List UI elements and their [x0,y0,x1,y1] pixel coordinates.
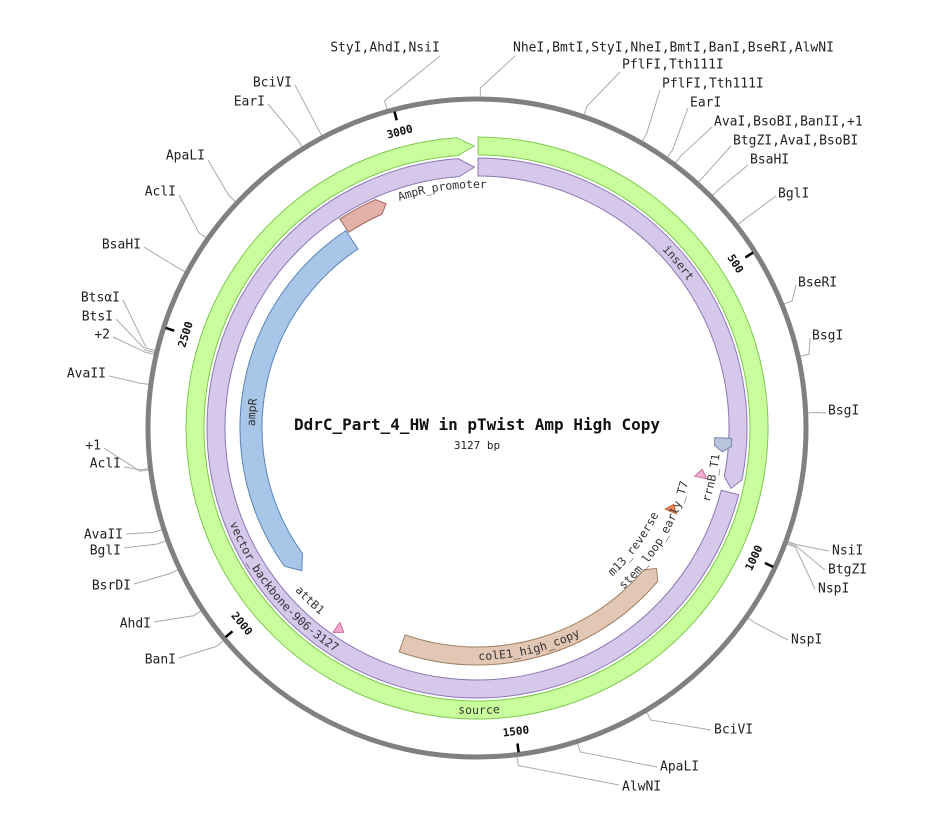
enzyme-leader-line [675,126,713,164]
enzyme-site-label[interactable]: NspI [791,633,822,648]
enzyme-leader-line [747,617,789,641]
enzyme-site-label[interactable]: BsrDI [92,579,131,594]
enzyme-site-label[interactable]: AvaII [84,528,123,543]
enzyme-leader-line [143,246,186,273]
restriction-sites: StyI,AhdI,NsiI NheI,BmtI,StyI,NheI,BmtI,B… [67,41,867,795]
enzyme-site-label[interactable]: NheI,BmtI,StyI,NheI,BmtI,BanI,BseRI,AlwN… [513,41,834,56]
tick-mark [744,251,754,259]
enzyme-site-label[interactable]: BanI [145,653,176,668]
enzyme-leader-line [646,712,712,731]
tick-mark [393,111,398,121]
source-label-text: source [458,702,501,717]
plasmid-title: DdrC_Part_4_HW in pTwist Amp High Copy [294,415,660,434]
enzyme-site-label[interactable]: NspI [818,582,849,597]
enzyme-leader-line [384,55,441,110]
enzyme-site-label[interactable]: AlwNI [622,780,661,795]
tick-mark [224,630,234,639]
enzyme-leader-line [737,195,777,225]
enzyme-site-label[interactable]: BglI [90,544,121,559]
enzyme-site-label[interactable]: BsaHI [102,238,141,253]
enzyme-leader-line [799,337,811,357]
enzyme-site-label[interactable]: BsgI [828,404,859,419]
backbone-circle [145,96,809,760]
plasmid-length: 3127 bp [454,439,500,452]
enzyme-leader-line [712,164,749,196]
enzyme-leader-line [115,318,155,353]
enzyme-site-label[interactable]: BsaHI [750,153,789,168]
enzyme-leader-line [787,542,826,571]
enzyme-leader-line [112,336,155,355]
tick-label: 500 [724,252,746,276]
stem-loop-feature[interactable] [693,468,708,480]
vector-backbone-feature[interactable] [206,158,740,699]
enzyme-leader-line [122,299,156,351]
enzyme-leader-line [787,541,830,552]
enzyme-leader-line [103,447,149,472]
ampr-promoter-feature[interactable] [339,198,387,234]
rrnb-t1-feature[interactable] [713,437,733,453]
tick-label: 2500 [175,320,195,349]
enzyme-site-label[interactable]: AclI [90,457,121,472]
enzyme-leader-line [641,89,661,142]
tick-mark [764,561,774,568]
tick-label: 1500 [502,723,530,739]
enzyme-leader-line [294,84,323,136]
tick-mark [165,326,175,332]
enzyme-site-label[interactable]: BtgZI,AvaI,BsoBI [733,134,858,149]
enzyme-site-label[interactable]: BtgZI [828,563,867,578]
enzyme-leader-line [108,375,149,385]
enzyme-site-label[interactable]: NsiI [832,544,863,559]
tick-label: 2000 [228,609,255,638]
tick-label: 1000 [743,543,766,573]
enzyme-site-label[interactable]: BciVI [253,76,292,91]
enzyme-leader-line [583,71,621,115]
tick-mark [516,743,520,753]
enzyme-site-label[interactable]: StyI,AhdI,NsiI [330,41,440,56]
enzyme-leader-line [153,610,202,623]
enzyme-site-label[interactable]: +1 [85,439,101,454]
enzyme-site-label[interactable]: +2 [94,328,110,343]
enzyme-leader-line [267,103,303,148]
attb1-feature[interactable] [332,621,345,633]
enzyme-leader-line [123,466,149,471]
enzyme-leader-line [479,55,516,98]
enzyme-site-label[interactable]: EarI [690,96,721,111]
enzyme-leader-line [698,145,732,183]
enzyme-site-label[interactable]: AvaI,BsoBI,BanII,+1 [714,115,863,130]
enzyme-leader-line [123,540,167,549]
enzyme-site-label[interactable]: BtsαI [81,291,120,306]
enzyme-site-label[interactable]: BtsI [82,310,113,325]
enzyme-site-label[interactable]: BsgI [812,329,843,344]
enzyme-site-label[interactable]: PflFI,Tth111I [622,58,724,73]
enzyme-leader-line [516,756,620,786]
enzyme-site-label[interactable]: ApaLI [166,149,205,164]
enzyme-site-label[interactable]: EarI [234,95,265,110]
enzyme-leader-line [178,640,224,659]
features [185,136,769,720]
enzyme-site-label[interactable]: AhdI [120,617,151,632]
enzyme-leader-line [133,569,179,585]
enzyme-leader-line [666,107,689,158]
enzyme-site-label[interactable]: BglI [778,187,809,202]
enzyme-site-label[interactable]: BseRI [798,276,837,291]
enzyme-leader-line [786,543,816,590]
enzyme-leader-line [178,194,207,239]
source-feature[interactable] [185,136,769,720]
enzyme-site-label[interactable]: PflFI,Tth111I [662,77,764,92]
tick-label: 3000 [385,122,414,141]
ampr-feature[interactable] [239,229,359,572]
enzyme-site-label[interactable]: BciVI [714,723,753,738]
enzyme-site-label[interactable]: AclI [145,185,176,200]
enzyme-site-label[interactable]: AvaII [67,367,106,382]
enzyme-leader-line [577,743,658,768]
enzyme-leader-line [207,159,236,203]
insert-feature[interactable] [477,157,748,490]
enzyme-leader-line [783,284,797,305]
cole1-feature[interactable] [398,567,659,666]
enzyme-leader-line [125,529,163,535]
source-label: source [458,702,501,717]
m13-reverse-feature[interactable] [664,503,678,515]
enzyme-site-label[interactable]: ApaLI [660,760,699,775]
enzyme-leader-line [807,411,827,414]
